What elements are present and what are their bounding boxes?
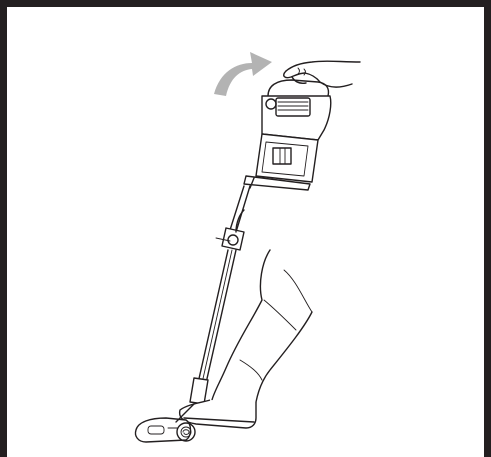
vacuum-body [244,80,331,190]
vacuum-wand [190,186,250,404]
curved-arrow-icon [214,52,272,96]
